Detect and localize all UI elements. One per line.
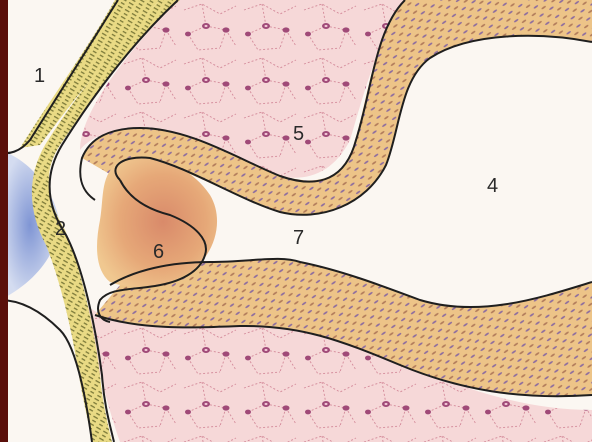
label-7: 7 [293, 227, 304, 249]
label-4: 4 [487, 175, 498, 197]
label-5: 5 [293, 123, 304, 145]
frame-edge [0, 0, 8, 442]
label-2: 2 [55, 218, 66, 240]
label-1: 1 [34, 65, 45, 87]
label-6: 6 [153, 241, 164, 263]
